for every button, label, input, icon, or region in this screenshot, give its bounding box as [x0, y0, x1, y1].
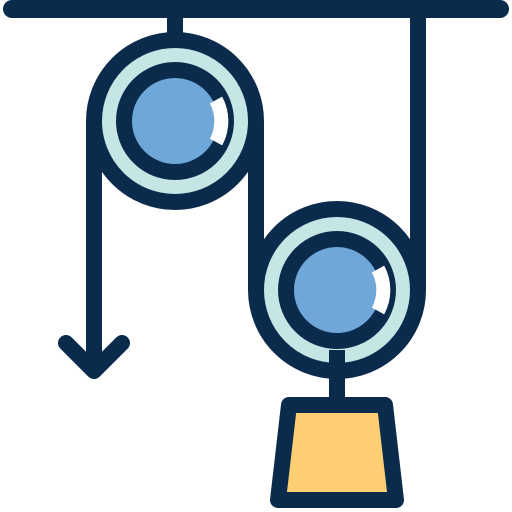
- bottom-pulley: [248, 201, 426, 379]
- bottom-pulley-hub: [278, 231, 396, 349]
- top-pulley-hub: [116, 62, 234, 180]
- bottom-pulley-axle-gap: [371, 265, 391, 315]
- top-pulley: [86, 32, 264, 210]
- pull-arrow-icon: [58, 335, 130, 379]
- top-pulley-axle-gap: [209, 96, 229, 146]
- weight-block: [270, 397, 404, 508]
